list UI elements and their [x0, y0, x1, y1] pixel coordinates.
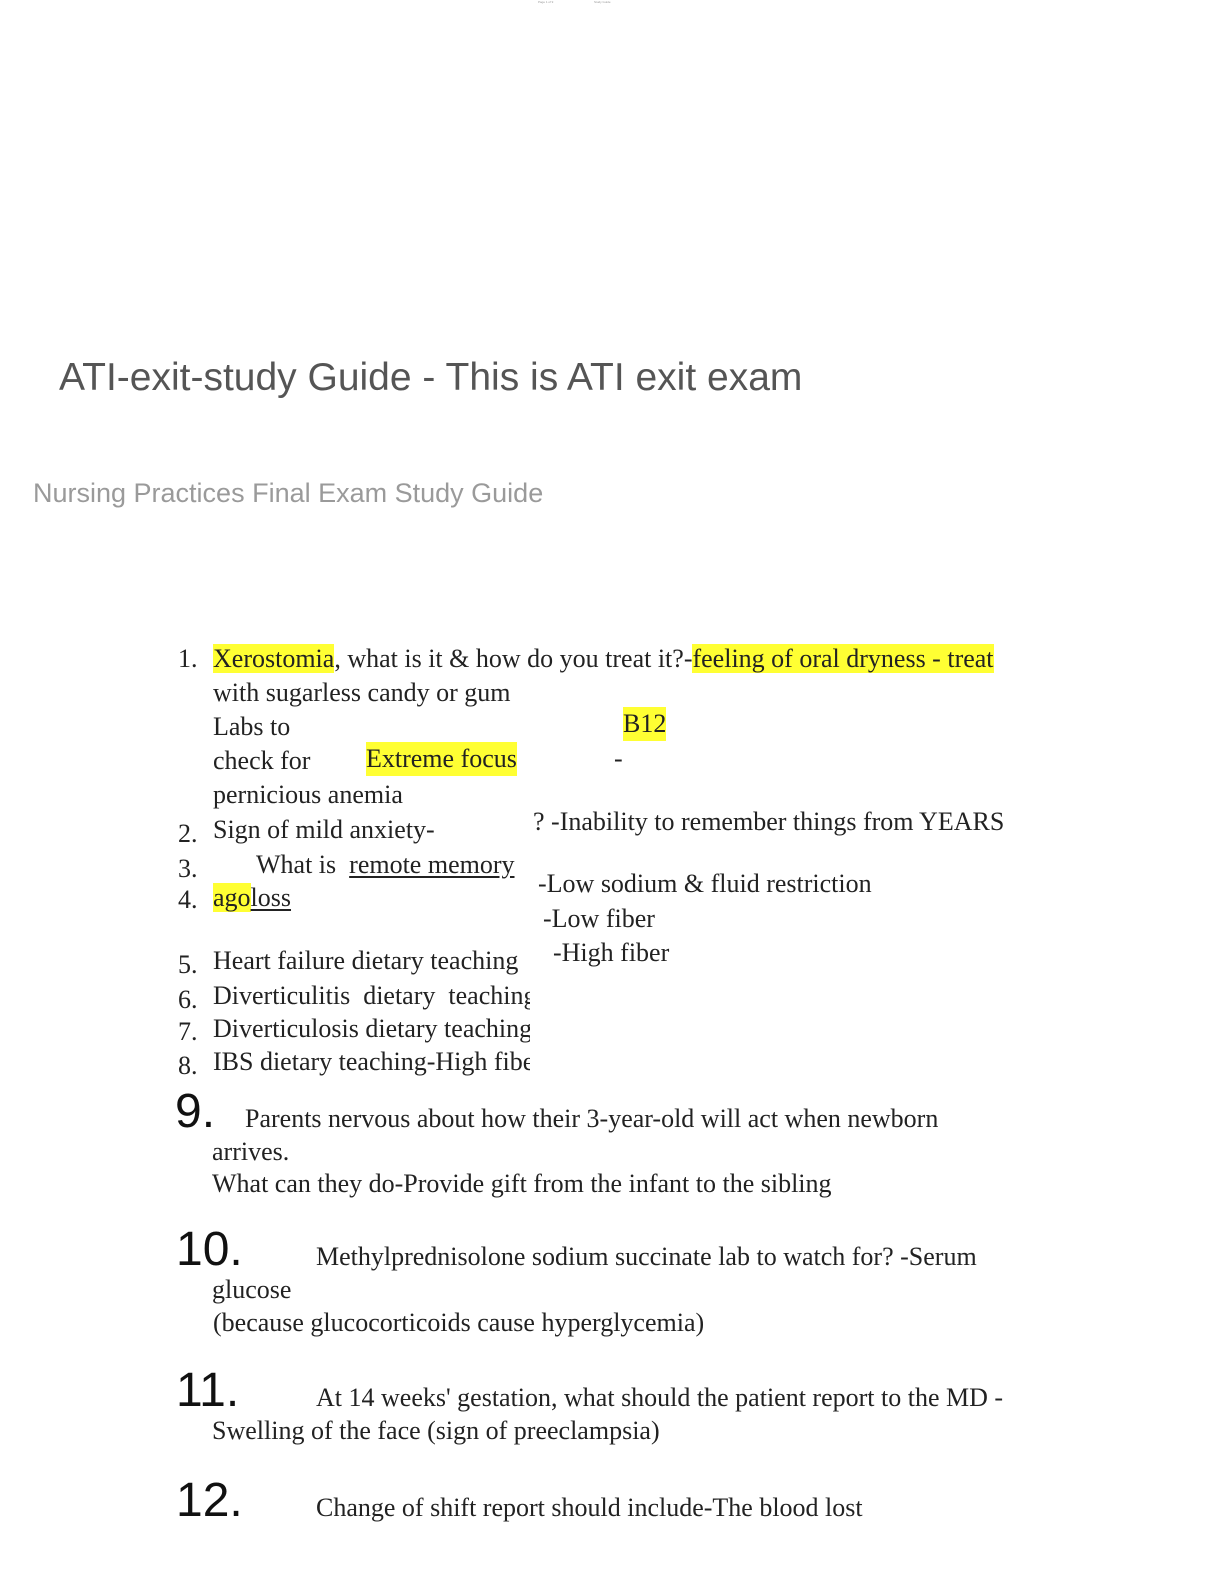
item-number-7: 7.	[178, 1017, 198, 1046]
item-11-line-1: At 14 weeks' gestation, what should the …	[316, 1383, 1004, 1412]
item-number-10: 10.	[176, 1223, 243, 1276]
highlight-ago: ago	[213, 883, 251, 912]
item-9-line-3: What can they do-Provide gift from the i…	[212, 1169, 832, 1198]
item-10-line-2: glucose	[212, 1275, 292, 1304]
labs-line-3: pernicious anemia	[213, 780, 403, 809]
item-10-line-1: Methylprednisolone sodium succinate lab …	[316, 1242, 977, 1271]
item-number-3: 3.	[178, 854, 198, 883]
item-8-text: IBS dietary teaching-High fiber	[213, 1047, 530, 1076]
item-number-12: 12.	[176, 1474, 243, 1527]
labs-line-1: Labs to	[213, 712, 291, 741]
remote-memory-underlined: remote memory	[349, 850, 515, 879]
item-number-2: 2.	[178, 819, 198, 848]
header-mark-right: Study Guide	[594, 0, 611, 4]
item-2-question: Sign of mild anxiety-	[213, 815, 435, 844]
item-number-5: 5.	[178, 950, 198, 979]
document-subtitle: Nursing Practices Final Exam Study Guide	[33, 478, 544, 508]
item-2-answer: ? -Inability to remember things from YEA…	[533, 807, 1005, 836]
highlight-extreme-focus: Extreme focus	[366, 742, 517, 776]
item-7-text: Diverticulosis dietary teaching	[213, 1014, 530, 1043]
item-9-line-1: Parents nervous about how their 3-year-o…	[245, 1104, 939, 1133]
highlight-oral-dryness: feeling of oral dryness - treat	[692, 644, 994, 673]
item-3-text: What is	[256, 850, 337, 879]
item-10-line-3: (because glucocorticoids cause hyperglyc…	[213, 1308, 705, 1337]
item-number-4: 4.	[178, 885, 198, 914]
item-1-line-2: with sugarless candy or gum	[213, 678, 511, 707]
item-number-1: 1.	[178, 644, 198, 673]
header-mark-left: Page 1 of 9	[538, 0, 554, 4]
item-3-question: What is remote memory	[256, 848, 530, 882]
item-9-line-2: arrives.	[212, 1137, 290, 1166]
item-5-text: Heart failure dietary teaching	[213, 946, 519, 975]
item-1-text: , what is it & how do you treat it?-	[334, 644, 693, 673]
item-4-text: agoloss	[213, 881, 291, 915]
answer-low-sodium: -Low sodium & fluid restriction	[538, 869, 872, 898]
highlight-b12: B12	[623, 707, 667, 741]
item-number-9: 9.	[175, 1085, 216, 1138]
item-11-line-2: Swelling of the face (sign of preeclamps…	[212, 1416, 660, 1445]
answer-high-fiber: -High fiber	[553, 938, 670, 967]
item-12-line-1: Change of shift report should include-Th…	[316, 1493, 863, 1522]
item-number-6: 6.	[178, 985, 198, 1014]
highlight-xerostomia: Xerostomia	[213, 644, 335, 673]
document-title: ATI-exit-study Guide - This is ATI exit …	[59, 356, 803, 399]
loss-underlined: loss	[250, 883, 292, 912]
item-number-11: 11.	[176, 1364, 240, 1417]
item-number-8: 8.	[178, 1051, 198, 1080]
item-6-text: Diverticulitis dietary teaching	[213, 981, 530, 1010]
item-1-question: Xerostomia, what is it & how do you trea…	[213, 642, 1043, 676]
dash-mark: -	[614, 744, 623, 773]
answer-low-fiber: -Low fiber	[543, 904, 655, 933]
labs-line-2: check for	[213, 746, 311, 775]
